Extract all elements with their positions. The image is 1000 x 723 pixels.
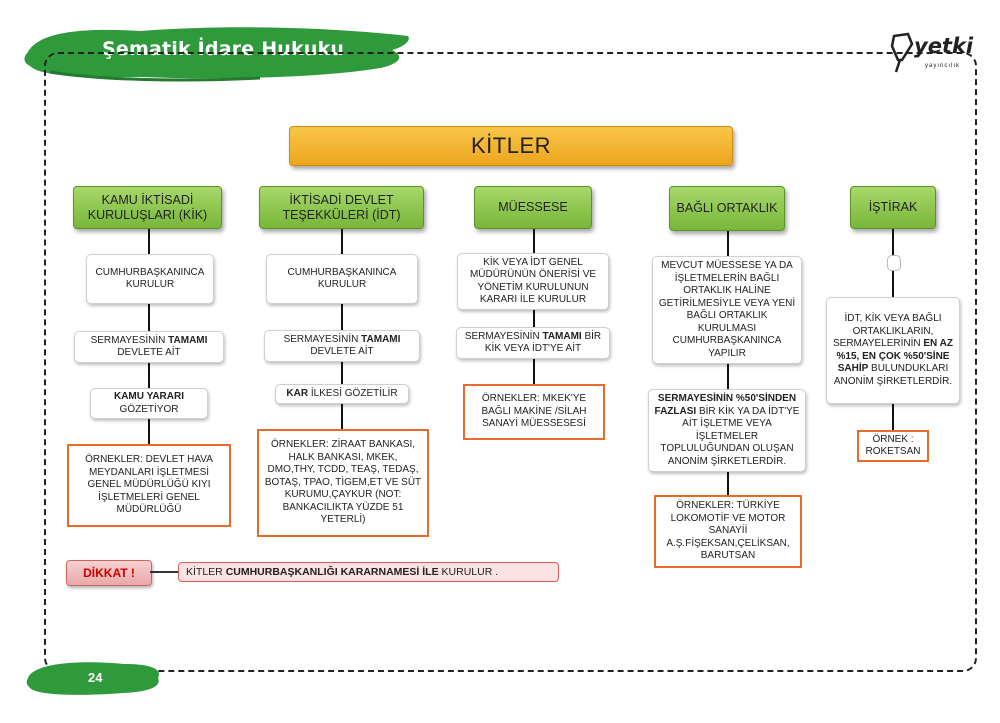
pen-logo-icon (890, 32, 914, 73)
page-number: 24 (88, 670, 103, 685)
idt-item-2: SERMAYESİNİN TAMAMI DEVLETE AİT (264, 330, 420, 362)
idt-item-1: CUMHURBAŞKANINCA KURULUR (266, 254, 418, 304)
heading-bagli-ortaklik: BAĞLI ORTAKLIK (669, 186, 785, 231)
idt-examples: ÖRNEKLER: ZİRAAT BANKASI, HALK BANKASI, … (257, 429, 429, 537)
connector-line (341, 229, 343, 430)
footer-brush-stroke (26, 662, 159, 695)
istirak-item-1: İDT, KİK VEYA BAĞLI ORTAKLIKLARIN, SERMA… (826, 297, 960, 404)
bagli-item-1: MEVCUT MÜESSESE YA DA İŞLETMELERİN BAĞLI… (652, 256, 802, 364)
muessese-item-1: KİK VEYA İDT GENEL MÜDÜRÜNÜN ÖNERİSİ VE … (457, 253, 609, 310)
heading-kik: KAMU İKTİSADİ KURULUŞLARI (KİK) (73, 186, 222, 229)
bagli-examples: ÖRNEKLER: TÜRKİYE LOKOMOTİF VE MOTOR SAN… (654, 495, 802, 568)
kik-item-1: CUMHURBAŞKANINCA KURULUR (86, 254, 214, 304)
bagli-item-2: SERMAYESİNİN %50'SİNDEN FAZLASI BİR KİK … (648, 389, 806, 472)
kik-examples: ÖRNEKLER: DEVLET HAVA MEYDANLARI İŞLETME… (67, 444, 231, 527)
warning-label: DİKKAT ! (66, 560, 152, 586)
brand-logo-subtext: yayıncılık (925, 63, 961, 69)
diagram-title: KİTLER (289, 126, 733, 166)
idt-item-3: KAR İLKESİ GÖZETİLİR (275, 384, 409, 404)
heading-idt: İKTİSADİ DEVLET TEŞEKKÜLERİ (İDT) (259, 186, 424, 229)
kik-item-3: KAMU YARARI GÖZETİYOR (90, 388, 208, 419)
kik-item-2: SERMAYESİNİN TAMAMI DEVLETE AİT (74, 331, 224, 363)
connector-node (887, 255, 901, 271)
warning-note: KİTLER CUMHURBAŞKANLIĞI KARARNAMESİ İLE … (178, 562, 559, 582)
istirak-examples: ÖRNEK : ROKETSAN (857, 430, 929, 462)
heading-muessese: MÜESSESE (474, 186, 592, 229)
heading-istirak: İŞTİRAK (850, 186, 936, 229)
page-header-title: Şematik İdare Hukuku (102, 38, 345, 60)
muessese-item-2: SERMAYESİNİN TAMAMI BİR KİK VEYA İDT'YE … (456, 327, 610, 359)
connector-line (150, 571, 180, 573)
page-frame (44, 52, 977, 672)
muessese-examples: ÖRNEKLER: MKEK'YE BAĞLI MAKİNE /SİLAH SA… (463, 384, 605, 440)
